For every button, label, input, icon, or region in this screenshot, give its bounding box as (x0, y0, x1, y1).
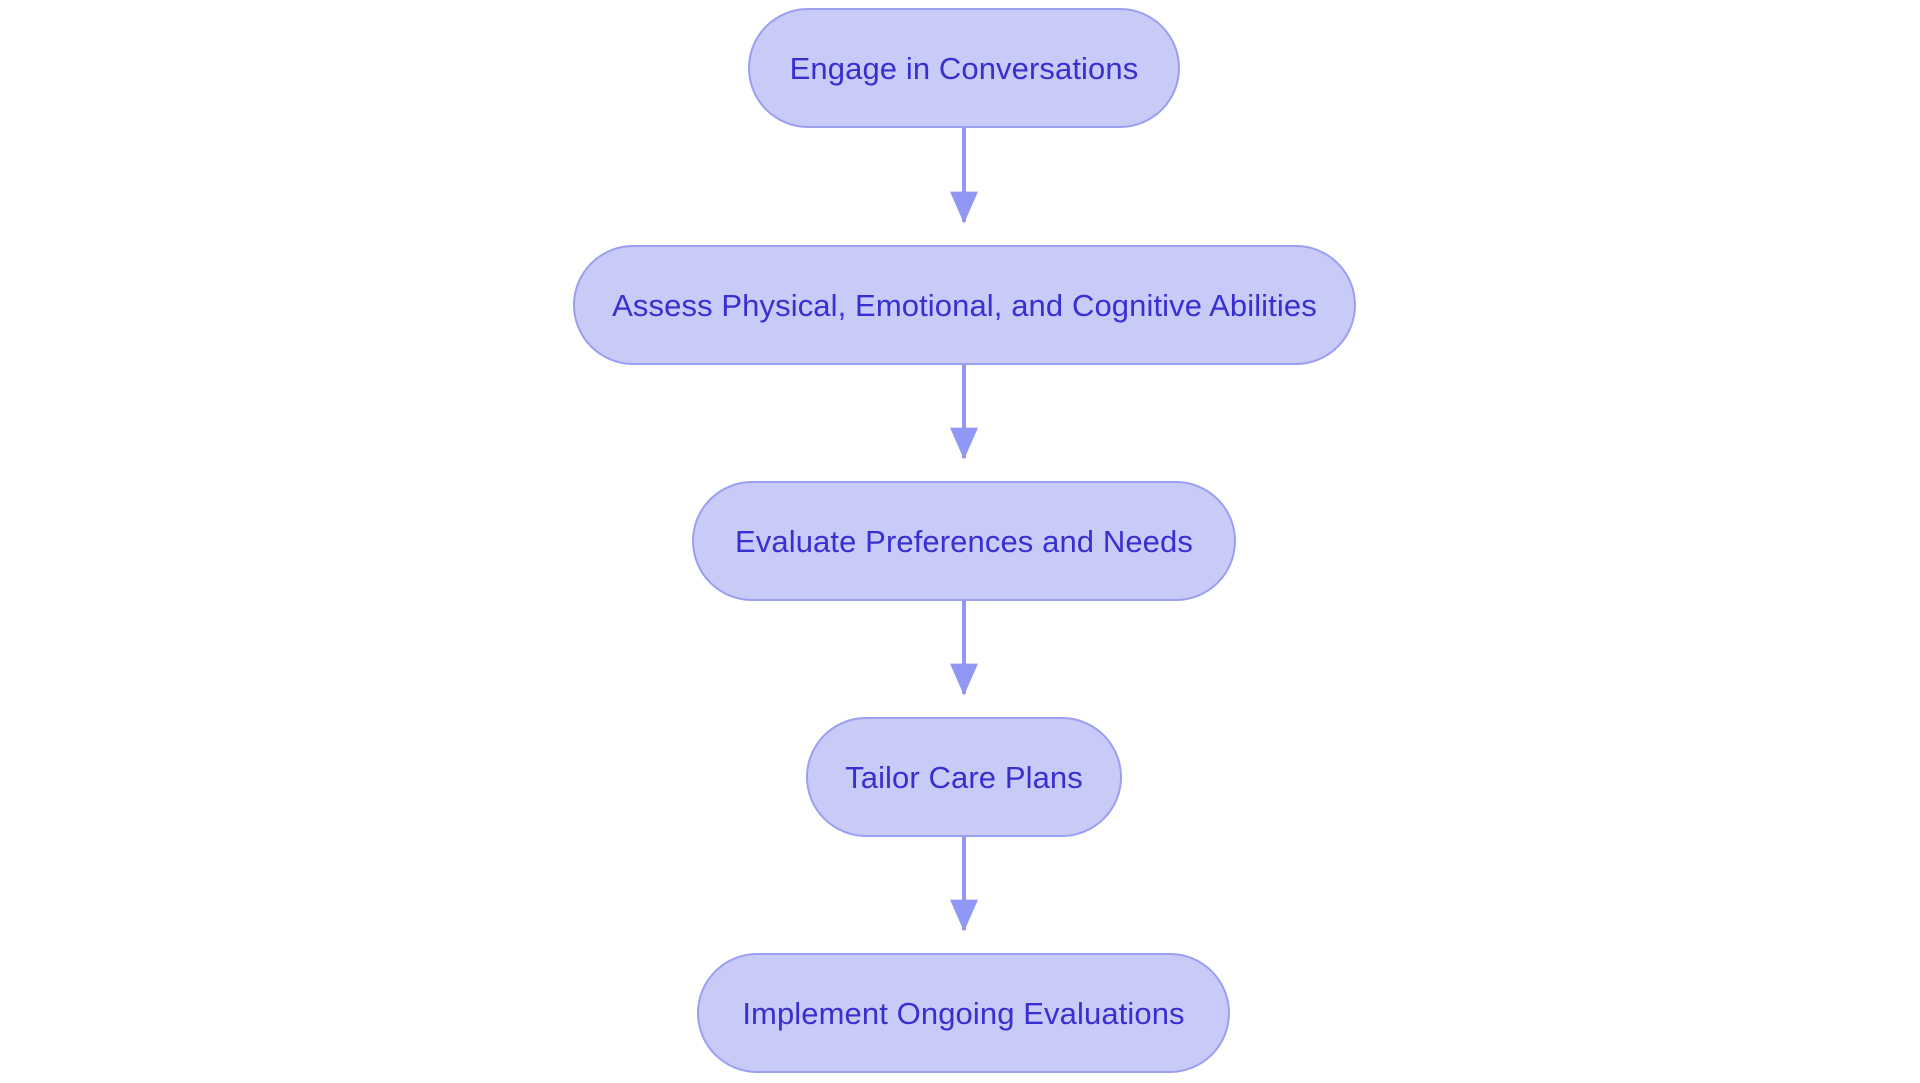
flow-node-label: Evaluate Preferences and Needs (735, 523, 1193, 559)
flow-node-evaluate-preferences-and-needs[interactable]: Evaluate Preferences and Needs (692, 481, 1236, 601)
flow-node-tailor-care-plans[interactable]: Tailor Care Plans (806, 717, 1122, 837)
flow-node-implement-ongoing-evaluations[interactable]: Implement Ongoing Evaluations (697, 953, 1230, 1073)
flow-node-label: Assess Physical, Emotional, and Cognitiv… (612, 287, 1317, 323)
flow-node-label: Tailor Care Plans (845, 759, 1083, 795)
flow-node-engage-in-conversations[interactable]: Engage in Conversations (748, 8, 1180, 128)
flow-node-label: Engage in Conversations (789, 50, 1139, 86)
flow-node-label: Implement Ongoing Evaluations (742, 995, 1185, 1031)
flow-node-assess-abilities[interactable]: Assess Physical, Emotional, and Cognitiv… (573, 245, 1356, 365)
